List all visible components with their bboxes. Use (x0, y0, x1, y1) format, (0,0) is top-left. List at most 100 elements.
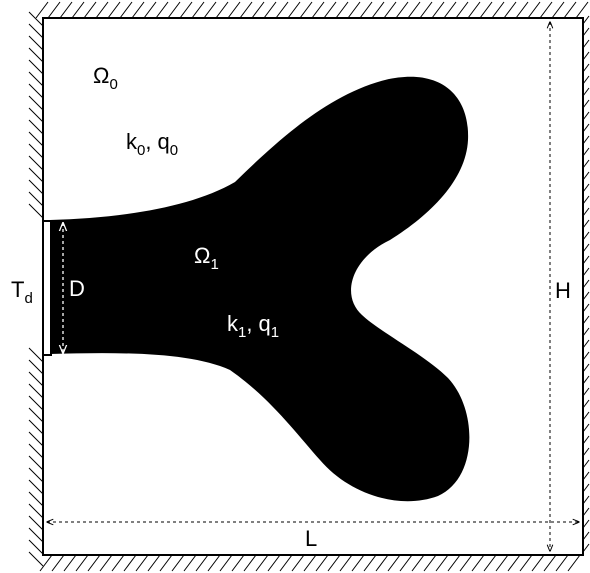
hatch-mark (215, 1, 229, 19)
hatch-mark (479, 1, 493, 19)
k0-q0-label: k0,q0 (126, 129, 178, 159)
hatch-mark (183, 554, 197, 572)
hatch-mark (28, 131, 44, 147)
hatch-mark (167, 1, 181, 19)
l-label: L (305, 526, 317, 551)
hatch-mark (191, 1, 205, 19)
hatch-mark (135, 554, 149, 572)
heat-sink-td (42, 220, 52, 356)
hatch-mark (28, 371, 44, 387)
hatch-mark (207, 554, 221, 572)
hatch-mark (239, 1, 253, 19)
hatch-mark (387, 554, 401, 572)
hatch-mark (28, 395, 44, 411)
hatch-mark (371, 1, 385, 19)
hatch-mark (28, 83, 44, 99)
hatch-mark (435, 554, 449, 572)
hatch-mark (287, 1, 301, 19)
hatch-mark (123, 554, 137, 572)
hatch-mark (315, 554, 329, 572)
hatch-mark (303, 554, 317, 572)
hatch-mark (419, 1, 433, 19)
hatch-mark (539, 1, 553, 19)
hatch-mark (423, 554, 437, 572)
hatch-mark (28, 155, 44, 171)
hatch-mark (28, 23, 44, 39)
hatch-mark (467, 1, 481, 19)
hatch-mark (455, 1, 469, 19)
k1-q1-label: k1,q1 (227, 311, 279, 341)
conductive-material-region (50, 76, 470, 502)
hatch-mark (28, 407, 44, 423)
hatch-mark (323, 1, 337, 19)
hatch-mark (179, 1, 193, 19)
hatch-mark (28, 119, 44, 135)
hatch-mark (28, 503, 44, 519)
hatch-mark (243, 554, 257, 572)
hatch-mark (483, 554, 497, 572)
hatch-mark (399, 554, 413, 572)
hatch-mark (231, 554, 245, 572)
hatch-mark (267, 554, 281, 572)
hatch-mark (28, 383, 44, 399)
hatch-mark (459, 554, 473, 572)
hatch-mark (347, 1, 361, 19)
hatch-mark (495, 554, 509, 572)
hatch-mark (119, 1, 133, 19)
hatch-mark (28, 419, 44, 435)
hatch-mark (279, 554, 293, 572)
hatch-mark (71, 1, 85, 19)
hatch-mark (515, 1, 529, 19)
hatch-mark (95, 1, 109, 19)
hatch-mark (519, 554, 533, 572)
hatch-mark (359, 1, 373, 19)
hatch-mark (63, 554, 77, 572)
hatch-mark (28, 35, 44, 51)
hatch-mark (407, 1, 421, 19)
hatch-mark (299, 1, 313, 19)
td-label: Td (11, 277, 33, 307)
hatch-mark (327, 554, 341, 572)
hatch-mark (471, 554, 485, 572)
hatch-mark (39, 554, 53, 572)
hatch-mark (28, 11, 44, 27)
hatch-mark (263, 1, 277, 19)
hatch-mark (131, 1, 145, 19)
hatch-mark (28, 47, 44, 63)
hatch-mark (447, 554, 461, 572)
hatch-mark (155, 1, 169, 19)
hatch-mark (351, 554, 365, 572)
hatch-mark (28, 527, 44, 543)
hatch-mark (339, 554, 353, 572)
hatch-mark (28, 467, 44, 483)
hatch-mark (28, 179, 44, 195)
omega1-label: Ω1 (194, 243, 219, 273)
hatch-mark (171, 554, 185, 572)
hatch-mark (35, 1, 49, 19)
hatch-mark (311, 1, 325, 19)
omega0-label: Ω0 (93, 63, 118, 93)
hatch-mark (28, 443, 44, 459)
hatch-mark (383, 1, 397, 19)
hatch-mark (28, 551, 44, 567)
hatch-mark (28, 107, 44, 123)
hatch-mark (83, 1, 97, 19)
hatch-mark (28, 191, 44, 207)
hatch-mark (111, 554, 125, 572)
hatch-mark (555, 554, 569, 572)
hatch-mark (28, 539, 44, 555)
hatch-mark (551, 1, 565, 19)
hatch-mark (28, 203, 44, 219)
hatch-mark (431, 1, 445, 19)
hatch-mark (28, 479, 44, 495)
hatch-mark (99, 554, 113, 572)
hatch-mark (203, 1, 217, 19)
hatch-mark (28, 167, 44, 183)
hatch-mark (227, 1, 241, 19)
hatch-mark (527, 1, 541, 19)
hatch-mark (363, 554, 377, 572)
hatch-mark (335, 1, 349, 19)
hatch-mark (28, 431, 44, 447)
hatch-mark (28, 71, 44, 87)
